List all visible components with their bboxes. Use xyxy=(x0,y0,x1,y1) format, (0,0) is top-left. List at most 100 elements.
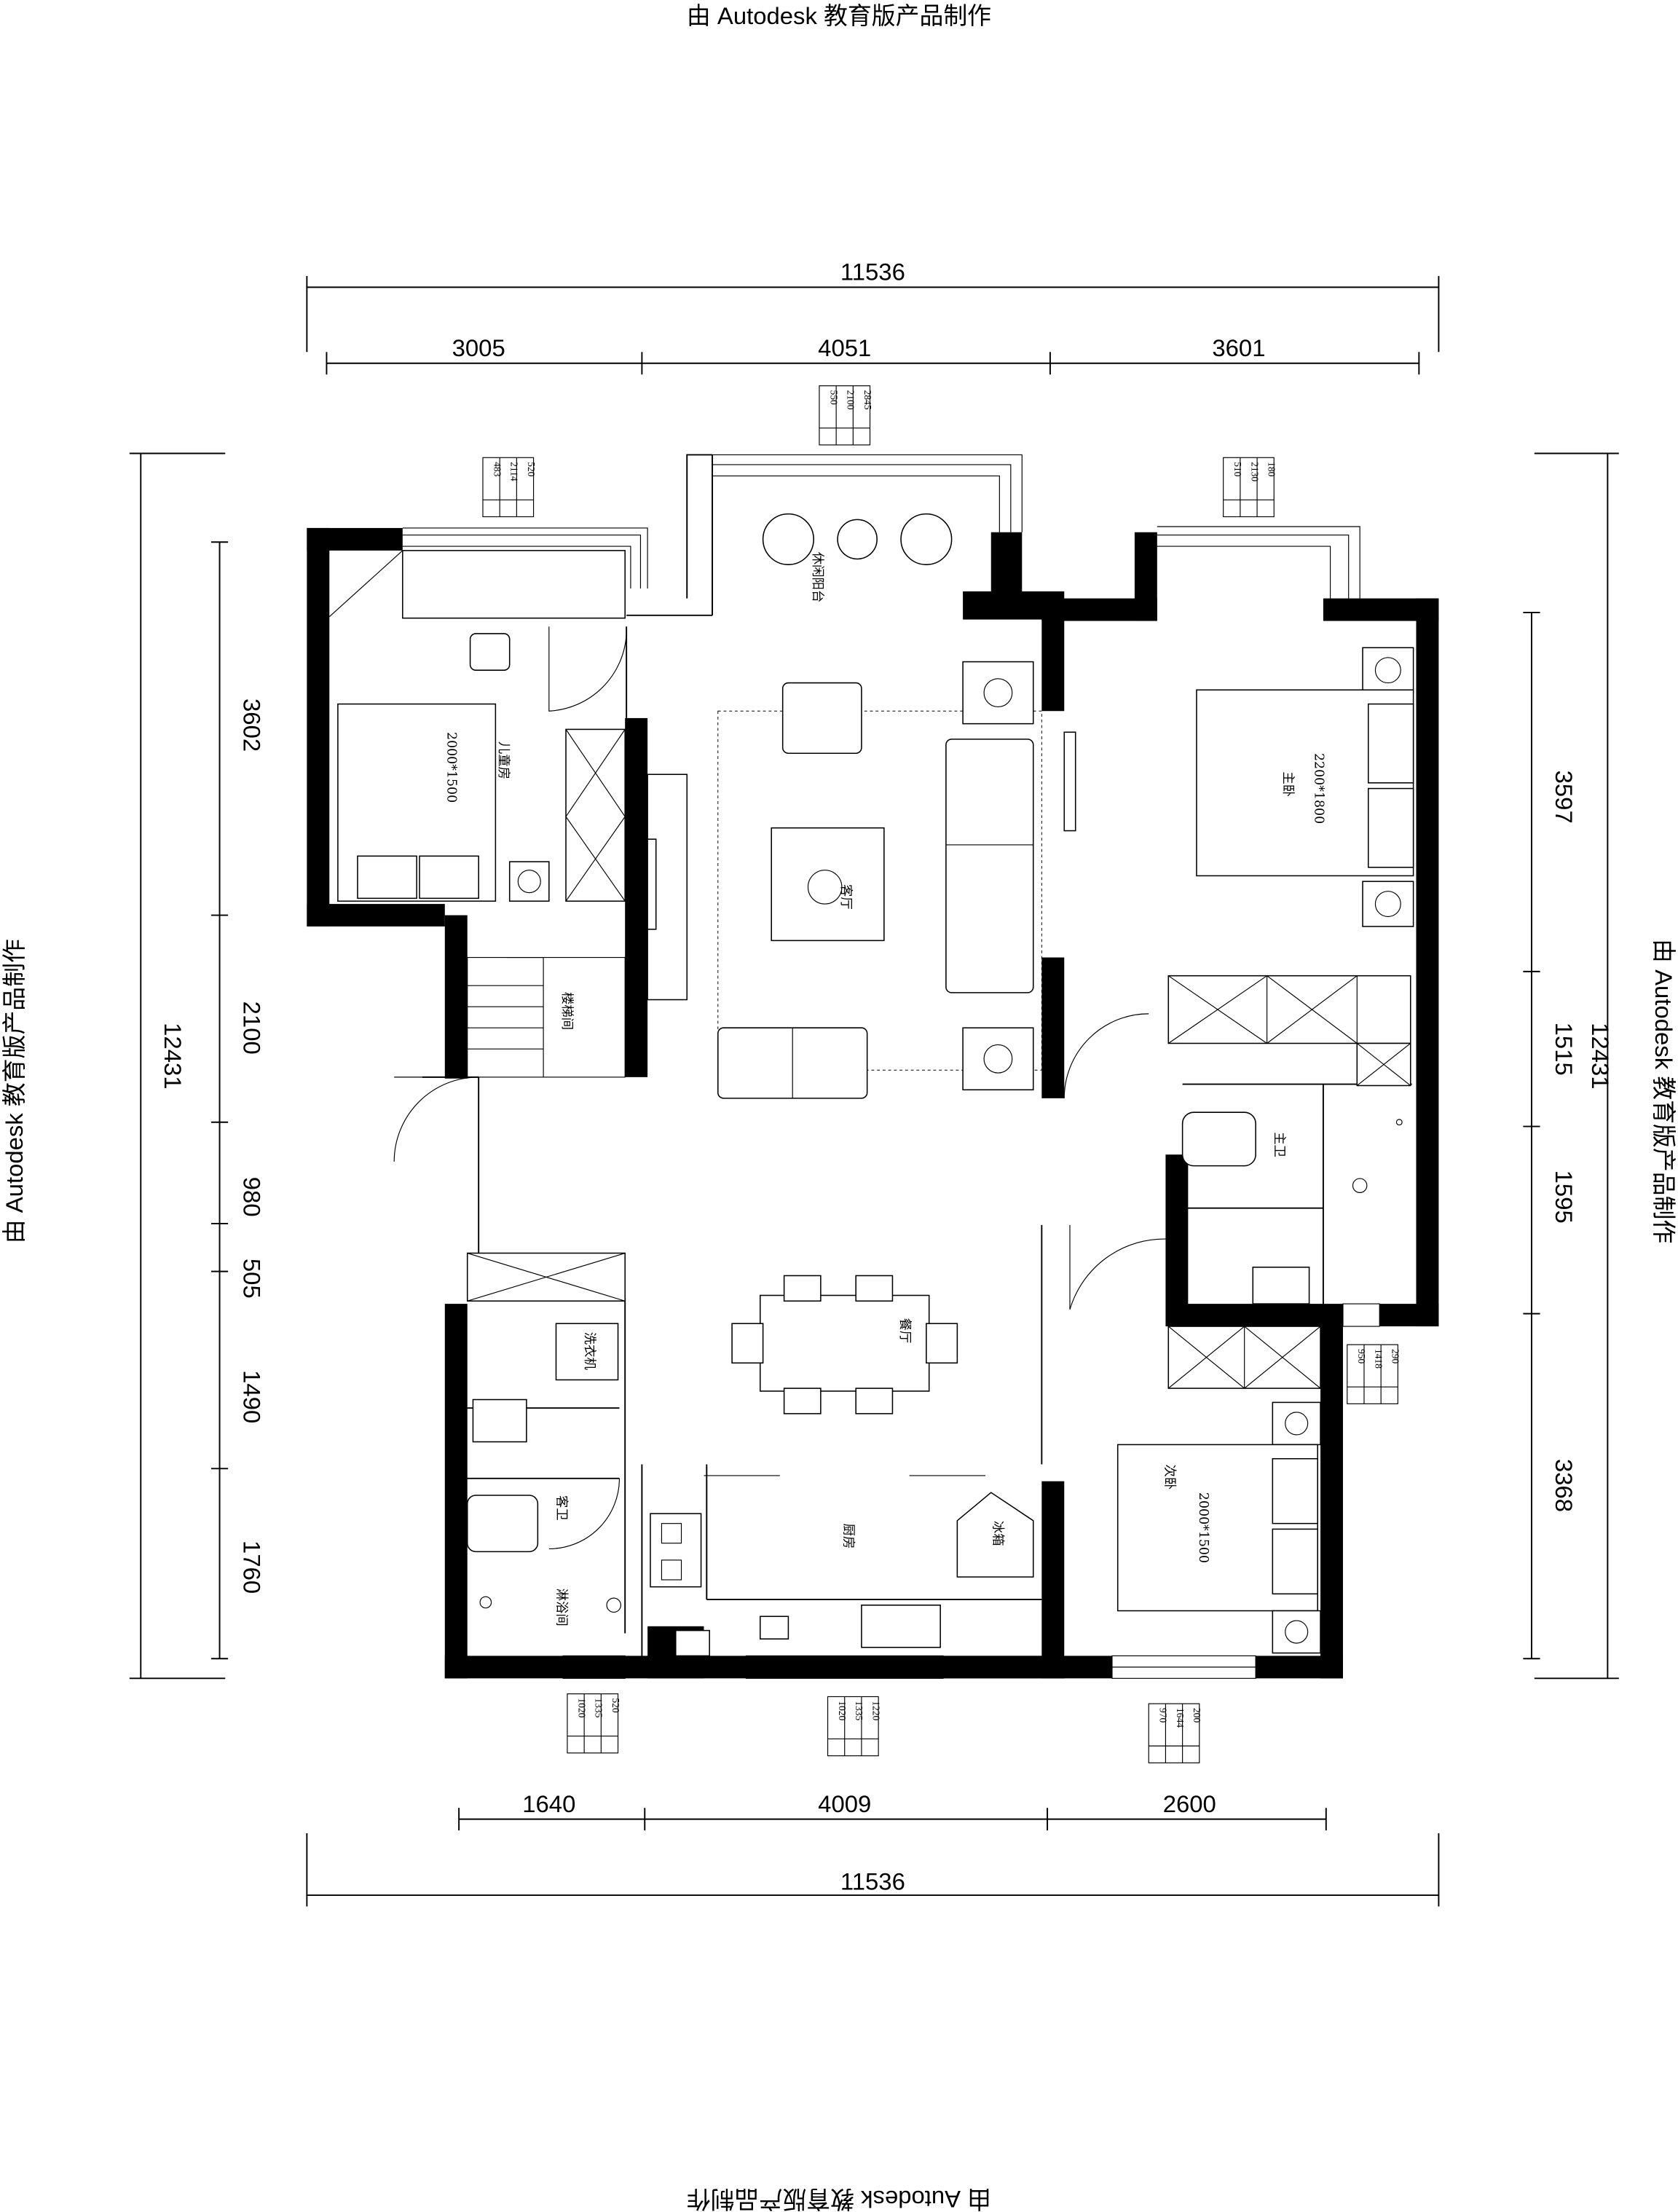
window-table-kitchen: 1220 1335 1020 xyxy=(827,1696,881,1757)
room-label-master: 主卧 xyxy=(1280,771,1295,797)
guest-bath-area: 洗衣机 客卫 淋浴间 xyxy=(466,1323,621,1626)
master-T: 180 xyxy=(1267,462,1277,477)
shower-T: 520 xyxy=(610,1698,621,1713)
room-label-master-bath: 主卫 xyxy=(1272,1132,1286,1157)
bed-size-second: 2000*1500 xyxy=(1196,1492,1210,1563)
room-label-living: 客厅 xyxy=(838,884,853,910)
dim-right-total: 12431 xyxy=(1587,1023,1614,1089)
dim-left-seg-3: 980 xyxy=(238,1177,265,1217)
dim-top-seg-3: 3601 xyxy=(1212,334,1265,361)
shower-H: 1335 xyxy=(594,1698,604,1717)
dining-table xyxy=(759,1294,930,1392)
thick-walls xyxy=(307,527,1439,1679)
bed-size-kids: 2000*1500 xyxy=(444,732,459,803)
wardrobe xyxy=(565,728,626,902)
wardrobe xyxy=(1167,975,1411,1044)
second-T: 200 xyxy=(1191,1708,1202,1723)
coffee-table xyxy=(771,827,885,942)
dim-bottom-seg-2: 4009 xyxy=(818,1790,871,1817)
kids-H: 2114 xyxy=(509,462,520,481)
window-table-master-bath: 290 1418 950 xyxy=(1347,1344,1401,1404)
dimensions-right: 12431 3597 1515 1595 3368 xyxy=(1523,452,1619,1680)
master-H: 2130 xyxy=(1249,462,1260,481)
watermark-top: 由 Autodesk 教育版产品制作 xyxy=(687,2,991,29)
room-label-kitchen: 厨房 xyxy=(841,1524,856,1549)
dimensions-left: 12431 3602 2100 980 505 1490 1760 xyxy=(129,452,265,1680)
kitchen-sink xyxy=(861,1605,941,1648)
balcony: 休闲阳台 xyxy=(762,513,953,603)
dim-left-seg-4: 505 xyxy=(238,1259,265,1299)
desk xyxy=(402,550,626,619)
window-table-shower: 520 1335 1020 xyxy=(567,1693,621,1754)
kitchen-H: 1335 xyxy=(854,1701,864,1720)
bed-size-master: 2200*1800 xyxy=(1311,753,1326,824)
tv-wall xyxy=(647,774,688,1001)
master-bath: 主卫 xyxy=(1181,1111,1403,1304)
watermark-left: 由 Autodesk 教育版产品制作 xyxy=(1,939,28,1243)
dim-bottom-total: 11536 xyxy=(840,1867,905,1894)
window-table-kids: 520 2114 483 xyxy=(482,457,537,518)
toilet xyxy=(1181,1111,1256,1167)
window-table-master: 180 2130 510 xyxy=(1223,457,1277,518)
dim-right-seg-4: 3368 xyxy=(1551,1459,1577,1512)
dining: 餐厅 xyxy=(466,1252,958,1414)
stairs: 楼梯间 xyxy=(467,956,626,1078)
dim-right-seg-2: 1515 xyxy=(1551,1023,1577,1076)
dim-right-seg-3: 1595 xyxy=(1551,1170,1577,1224)
dim-left-seg-6: 1760 xyxy=(238,1540,265,1594)
side-table xyxy=(962,661,1034,725)
nightstand xyxy=(1362,647,1414,693)
second-bedroom: 次卧 2000*1500 xyxy=(1116,1326,1321,1654)
dim-right-seg-1: 3597 xyxy=(1551,771,1577,824)
armchair xyxy=(781,682,862,755)
master-bedroom: 主卧 2200*1800 xyxy=(1063,647,1414,1087)
nightstand xyxy=(508,861,550,902)
mbath-H: 1418 xyxy=(1373,1349,1384,1369)
shower-D: 1020 xyxy=(576,1698,587,1717)
fridge-outline xyxy=(956,1492,1034,1578)
kids-T: 520 xyxy=(526,462,537,477)
balcony-D: 550 xyxy=(828,390,839,405)
dim-top-total: 11536 xyxy=(840,259,905,286)
room-label-leisure: 休闲阳台 xyxy=(810,552,824,603)
dim-top-seg-1: 3005 xyxy=(452,334,505,361)
room-label-shower: 淋浴间 xyxy=(554,1589,568,1626)
room-label-kids: 儿童房 xyxy=(496,741,511,779)
kitchen-D: 1020 xyxy=(837,1701,848,1720)
label-fridge: 冰箱 xyxy=(990,1521,1005,1546)
sofa xyxy=(945,739,1034,993)
side-table-2 xyxy=(962,1027,1034,1091)
toilet xyxy=(466,1495,539,1553)
mbath-D: 950 xyxy=(1356,1349,1367,1364)
sink xyxy=(472,1398,527,1443)
dim-bottom-seg-3: 2600 xyxy=(1163,1790,1216,1817)
room-label-guest-bath: 客卫 xyxy=(554,1495,568,1521)
dimensions-bottom: 1640 4009 2600 11536 xyxy=(306,1790,1440,1907)
doors xyxy=(393,626,1169,1550)
master-D: 510 xyxy=(1232,462,1243,477)
dim-left-seg-2: 2100 xyxy=(238,1001,265,1055)
balcony-H: 2100 xyxy=(846,390,856,409)
dim-left-seg-1: 3602 xyxy=(238,698,265,752)
label-laundry: 洗衣机 xyxy=(582,1332,596,1370)
window-table-second: 200 1644 970 xyxy=(1148,1703,1202,1763)
dim-left-seg-5: 1490 xyxy=(238,1370,265,1423)
dim-bottom-seg-1: 1640 xyxy=(522,1790,575,1817)
watermark-bottom: 由 Autodesk 教育版产品制作 xyxy=(687,2186,991,2212)
room-label-second: 次卧 xyxy=(1162,1464,1176,1489)
room-label-stairs: 楼梯间 xyxy=(559,992,574,1030)
room-label-dining: 餐厅 xyxy=(897,1318,912,1343)
washing-machine xyxy=(555,1323,619,1381)
dim-left-total: 12431 xyxy=(159,1023,186,1089)
kitchen: 厨房 冰箱 xyxy=(650,1475,1034,1657)
mbath-T: 290 xyxy=(1390,1349,1401,1364)
kids-room: 儿童房 2000*1500 xyxy=(328,550,626,902)
dimensions-top: 11536 3005 4051 3601 xyxy=(306,259,1440,375)
windows xyxy=(402,454,1380,1679)
second-D: 970 xyxy=(1158,1708,1169,1723)
second-H: 1644 xyxy=(1175,1708,1186,1728)
kitchen-T: 1220 xyxy=(870,1701,881,1720)
watermark-right: 由 Autodesk 教育版产品制作 xyxy=(1650,939,1677,1243)
living-room: 客厅 xyxy=(717,661,1042,1099)
